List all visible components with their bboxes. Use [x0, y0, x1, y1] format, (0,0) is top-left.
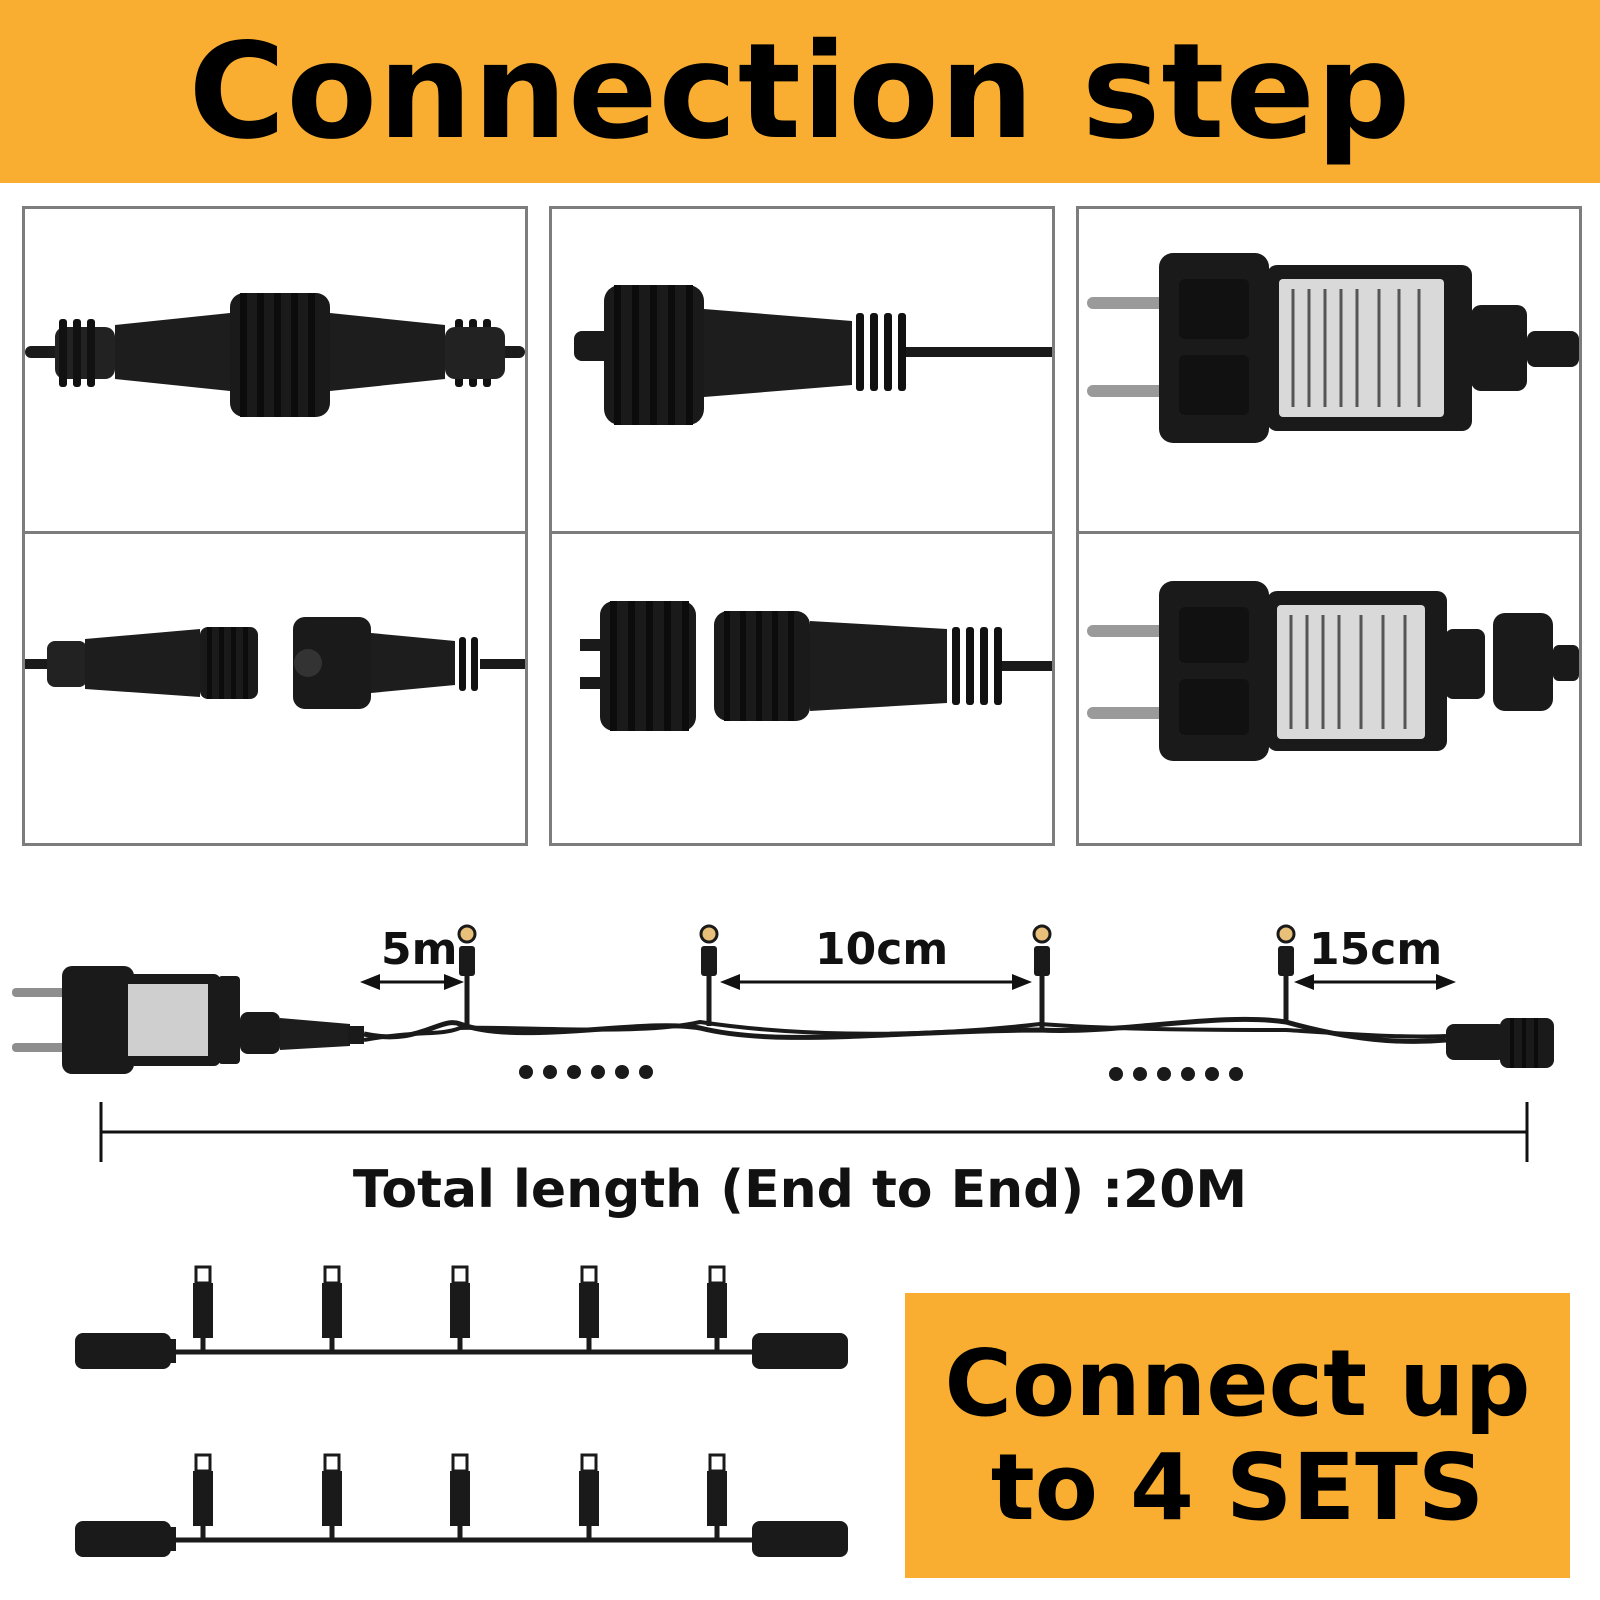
light-bulb-icon	[450, 1265, 470, 1352]
light-bulb-icon	[450, 1453, 470, 1540]
page-title: Connection step	[188, 14, 1412, 169]
led-bulb-icon	[1276, 924, 1296, 1024]
capped-connector-icon	[574, 285, 1052, 425]
uncapped-connector-icon	[580, 601, 1052, 731]
connector-photos-1	[25, 293, 525, 709]
plug-adapter-icon	[12, 966, 364, 1074]
light-bulb-icon	[579, 1265, 599, 1352]
total-length-line	[99, 1102, 1529, 1162]
photo-panel-1	[22, 206, 528, 846]
dimension-arrows	[360, 974, 1456, 990]
light-bulb-icon	[579, 1453, 599, 1540]
panel-divider	[1079, 531, 1579, 534]
connect-sets-callout: Connect up to 4 SETS	[905, 1293, 1570, 1578]
connector-photos-2	[574, 285, 1052, 731]
led-bulb-icon	[457, 924, 477, 1026]
photo-panel-2	[549, 206, 1055, 846]
light-bulb-icon	[193, 1265, 213, 1352]
spacing-start-label: 5m	[381, 924, 458, 975]
adapter-connected-icon	[1087, 253, 1579, 443]
total-length-label: Total length (End to End) :20M	[352, 1160, 1248, 1220]
light-bulb-icon	[193, 1453, 213, 1540]
light-set-2	[75, 1453, 848, 1557]
light-bulb-icon	[322, 1453, 342, 1540]
callout-line-2: to 4 SETS	[990, 1433, 1485, 1541]
adapter-photos	[1087, 253, 1579, 761]
end-connector-icon	[1446, 1018, 1554, 1068]
light-set-1	[75, 1265, 848, 1369]
led-bulb-icon	[1032, 924, 1052, 1030]
ellipsis-dots	[519, 1065, 1243, 1081]
callout-line-1: Connect up	[944, 1330, 1531, 1438]
header-banner: Connection step	[0, 0, 1600, 183]
spacing-between-label: 10cm	[815, 924, 949, 975]
led-bulb-icon	[699, 924, 719, 1026]
light-bulb-icon	[707, 1265, 727, 1352]
spacing-end-label: 15cm	[1309, 924, 1443, 975]
light-bulb-icon	[322, 1265, 342, 1352]
adapter-disconnected-icon	[1087, 581, 1579, 761]
photo-panel-3	[1076, 206, 1582, 846]
panel-divider	[552, 531, 1052, 534]
panel-divider	[25, 531, 525, 534]
light-bulb-icon	[707, 1453, 727, 1540]
joined-connector-icon	[25, 293, 525, 417]
separated-connectors-icon	[25, 617, 525, 709]
